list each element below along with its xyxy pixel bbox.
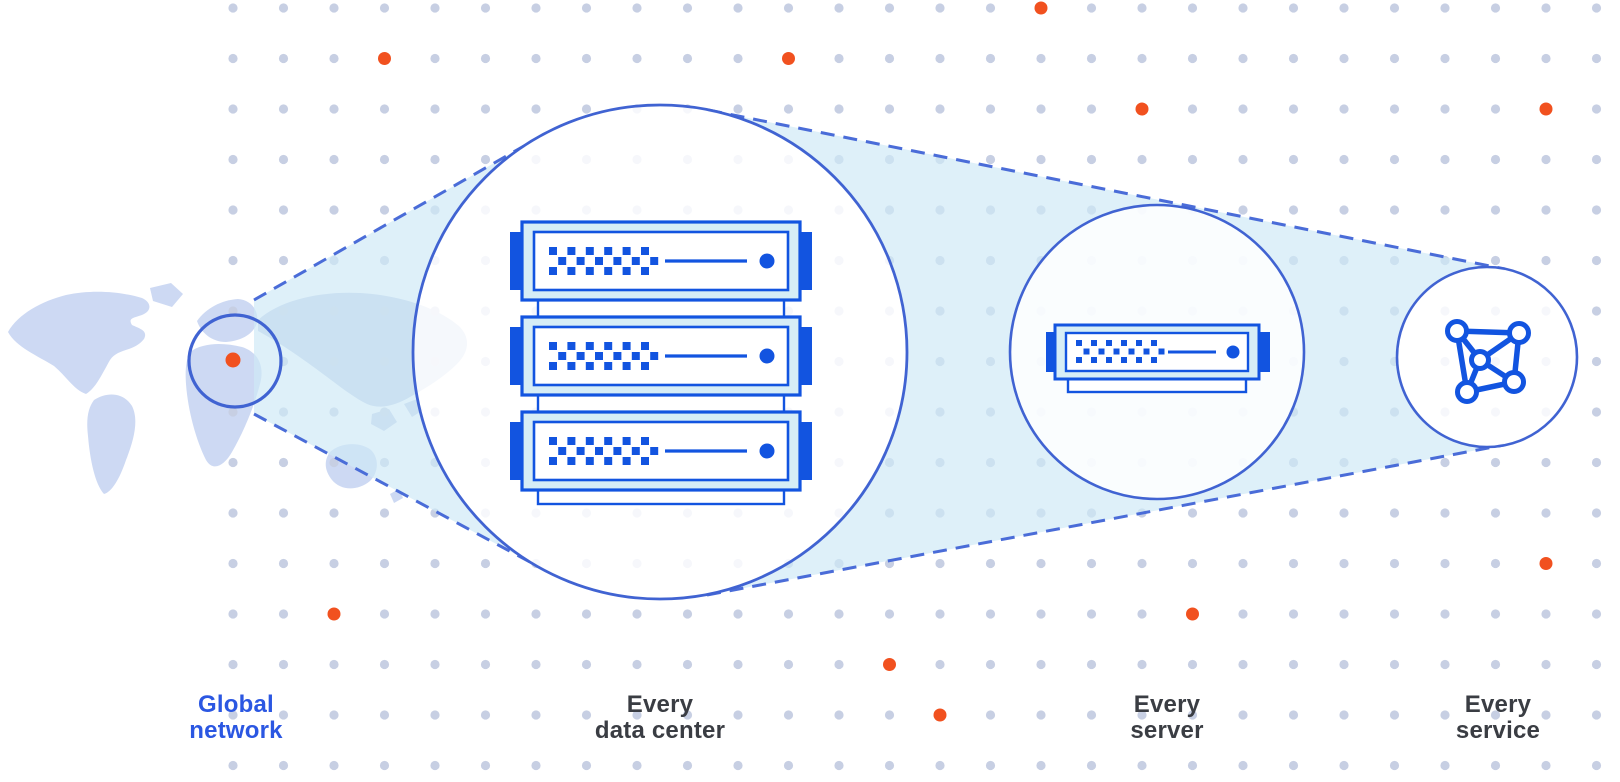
- server-rack-icon: [510, 220, 812, 506]
- label-line: server: [1130, 717, 1204, 744]
- label-every-service: Every service: [1456, 692, 1540, 744]
- pop-marker-icon: [225, 352, 241, 368]
- server-icon: [1046, 323, 1270, 394]
- label-line: Every: [1464, 691, 1532, 718]
- zoom-circle-icon: [187, 313, 283, 409]
- zoom-dashed-lines: [253, 108, 1506, 597]
- label-line: Every: [626, 691, 694, 718]
- accent-dots: [327, 1, 1553, 722]
- label-every-server: Every server: [1130, 692, 1203, 744]
- zoom-cone-left: [254, 146, 530, 562]
- label-line: data center: [594, 717, 726, 744]
- network-mesh-icon: [1445, 319, 1531, 404]
- label-line: service: [1455, 717, 1541, 744]
- label-line: Every: [1133, 691, 1201, 718]
- label-every-data-center: Every data center: [595, 692, 725, 744]
- label-line: network: [189, 717, 283, 744]
- label-global-network: Global network: [189, 692, 282, 744]
- label-line: Global: [198, 691, 274, 718]
